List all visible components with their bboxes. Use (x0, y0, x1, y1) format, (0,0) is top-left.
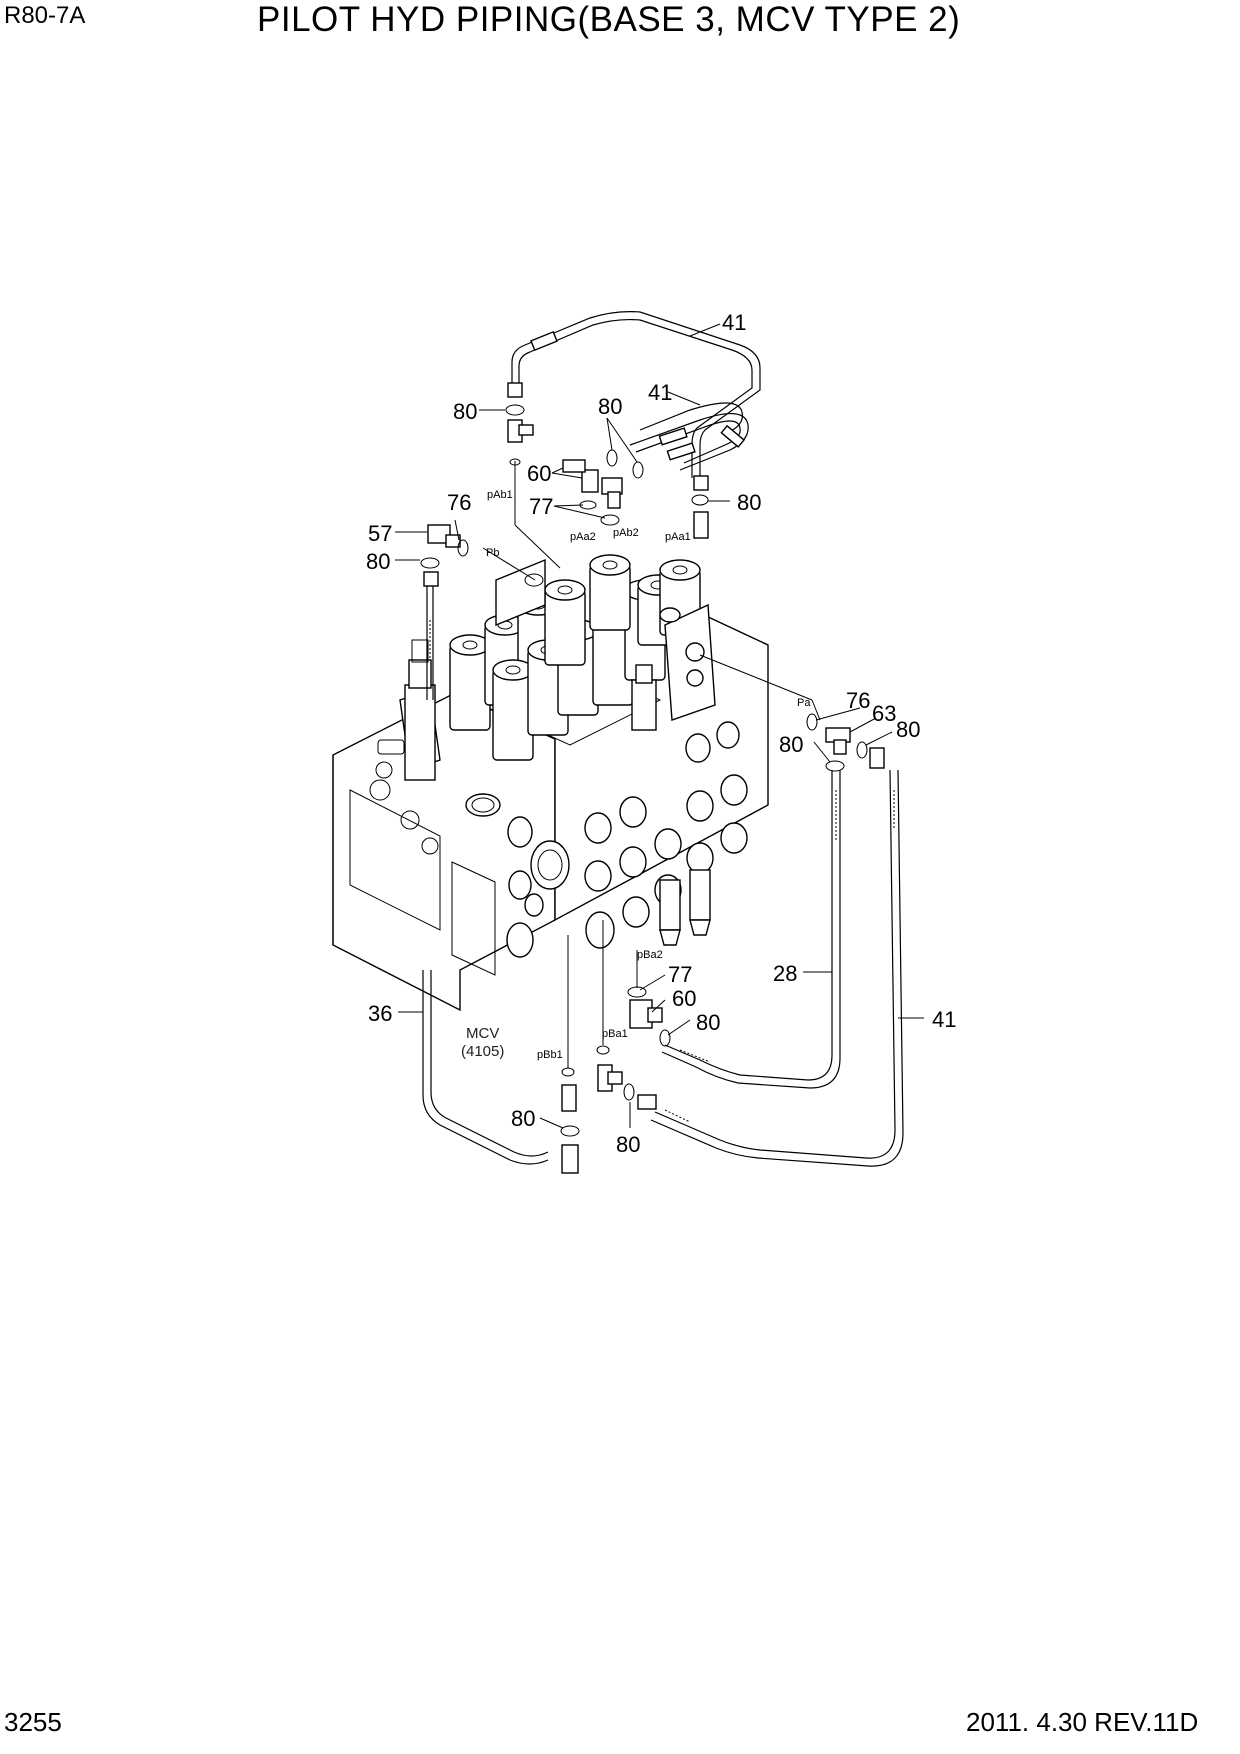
pilot-cap (449, 634, 491, 731)
port-label: pAa1 (665, 531, 691, 543)
callout-77: 77 (529, 494, 553, 519)
mcv-name: MCV (466, 1025, 499, 1042)
mcv-code: (4105) (461, 1043, 504, 1060)
callout-41: 41 (648, 380, 672, 405)
port-labels: pAb1 pAa2 pAb2 pAa1 Pb Pa pBa2 pBa1 pBb1 (486, 489, 811, 1061)
callout-28: 28 (773, 961, 797, 986)
callout-60: 60 (527, 461, 551, 486)
pilot-cap (544, 579, 586, 666)
relief-cartridges (659, 869, 711, 946)
model-number: R80-7A (4, 2, 86, 29)
callout-63: 63 (872, 701, 896, 726)
leader-lines (395, 323, 924, 1129)
page-number: 3255 (4, 1707, 62, 1737)
callout-80: 80 (696, 1010, 720, 1035)
mcv-label: MCV (4105) (461, 1025, 504, 1060)
callout-80: 80 (737, 490, 761, 515)
port-label: Pb (486, 547, 499, 559)
callout-80: 80 (616, 1132, 640, 1157)
port-label: pBa1 (602, 1028, 628, 1040)
revision-date: 2011. 4.30 REV.11D (966, 1707, 1199, 1737)
callout-80: 80 (511, 1106, 535, 1131)
port-label: pAa2 (570, 531, 596, 543)
callout-76: 76 (447, 490, 471, 515)
fittings (420, 382, 885, 1174)
page-title: PILOT HYD PIPING(BASE 3, MCV TYPE 2) (257, 0, 961, 39)
callout-36: 36 (368, 1001, 392, 1026)
callout-80: 80 (366, 549, 390, 574)
port-label: pAb2 (613, 527, 639, 539)
pilot-cap (589, 554, 631, 631)
hoses (422, 311, 904, 1167)
callout-41: 41 (722, 310, 746, 335)
port-label: pAb1 (487, 489, 513, 501)
pilot-cap (492, 659, 534, 761)
callout-80: 80 (453, 399, 477, 424)
callout-76: 76 (846, 688, 870, 713)
port-label: pBa2 (637, 949, 663, 961)
port-label: pBb1 (537, 1049, 563, 1061)
callout-77: 77 (668, 962, 692, 987)
callout-80: 80 (896, 717, 920, 742)
mcv-front-ports (506, 721, 748, 958)
callout-41: 41 (932, 1007, 956, 1032)
callout-80: 80 (598, 394, 622, 419)
callout-80: 80 (779, 732, 803, 757)
port-label: Pa (797, 697, 811, 709)
callout-labels: 41 41 80 80 60 77 80 76 57 80 76 63 80 8… (366, 310, 956, 1157)
callout-60: 60 (672, 986, 696, 1011)
pilot-caps (449, 554, 716, 761)
callout-57: 57 (368, 521, 392, 546)
